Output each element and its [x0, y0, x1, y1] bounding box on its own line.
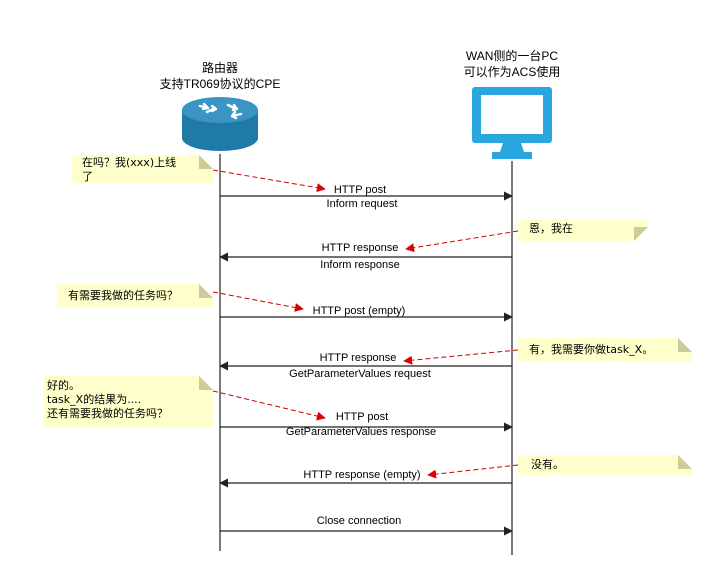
message-label-top: HTTP post: [333, 184, 387, 196]
router-label: 路由器 支持TR069协议的CPE: [150, 60, 290, 92]
note-fold: [199, 155, 213, 169]
router-label-line1: 路由器: [201, 61, 238, 75]
note-connector: [427, 464, 519, 479]
note-connector: [212, 390, 326, 421]
note-connector: [212, 291, 304, 312]
note-text: 在吗？我(xxx)上线 了: [82, 156, 177, 183]
message-label-top: HTTP post: [335, 411, 389, 423]
message-label-bottom: GetParameterValues request: [289, 368, 431, 380]
note-text: 有需要我做的任务吗？: [68, 289, 178, 302]
note-text: 有，我需要你做task_X。: [529, 343, 654, 356]
pc-label-line1: WAN侧的一台PC: [465, 49, 559, 63]
message-label-bottom: GetParameterValues response: [285, 426, 437, 438]
note-text: 恩，我在: [529, 222, 573, 235]
note-fold: [678, 338, 692, 352]
note-left: 在吗？我(xxx)上线 了: [72, 155, 213, 183]
monitor-icon: [472, 87, 552, 159]
message-label-top: HTTP response (empty): [303, 469, 421, 481]
note-right: 有，我需要你做task_X。: [518, 338, 692, 362]
note-fold: [199, 284, 213, 298]
note-text: 好的。 task_X的结果为.... 还有需要我做的任务吗？: [47, 379, 168, 420]
message-label-bottom: Inform request: [326, 198, 398, 210]
router-label-line2: 支持TR069协议的CPE: [159, 77, 281, 91]
note-right: 恩，我在: [518, 219, 648, 241]
message-label-top: HTTP response: [321, 242, 399, 254]
note-text: 没有。: [531, 458, 564, 471]
note-left: 好的。 task_X的结果为.... 还有需要我做的任务吗？: [44, 376, 213, 428]
message-label-bottom: Close connection: [316, 515, 402, 527]
note-fold: [634, 227, 648, 241]
router-icon: [182, 97, 258, 151]
note-fold: [199, 376, 213, 390]
pc-label-line2: 可以作为ACS使用: [463, 65, 561, 79]
message-label-bottom: Inform response: [320, 259, 400, 271]
pc-label: WAN侧的一台PC 可以作为ACS使用: [440, 48, 584, 80]
message-label-top: HTTP response: [319, 352, 397, 364]
message-label-top: HTTP post (empty): [312, 305, 406, 317]
note-right: 没有。: [518, 455, 692, 475]
note-connector: [212, 169, 326, 193]
note-fold: [678, 455, 692, 469]
note-left: 有需要我做的任务吗？: [57, 284, 213, 308]
note-connector: [403, 349, 519, 365]
note-connector: [405, 230, 519, 253]
